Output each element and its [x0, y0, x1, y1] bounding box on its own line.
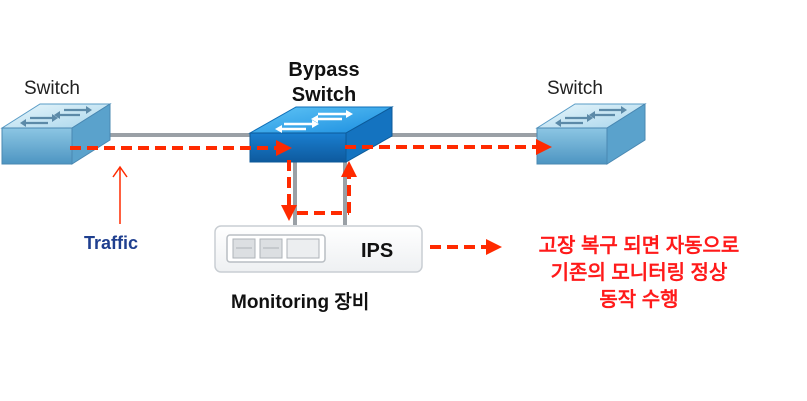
arrowhead-right	[536, 139, 552, 155]
arrowhead-right	[486, 239, 502, 255]
switch-right-label: Switch	[547, 78, 603, 99]
switch-icon	[535, 103, 647, 165]
note-line: 동작 수행	[599, 289, 679, 311]
traffic-indicator-arrow	[112, 165, 128, 224]
traffic-label: Traffic	[84, 233, 139, 253]
bypass-switch-label: Bypass Switch	[278, 58, 370, 108]
arrowhead-down	[281, 205, 297, 221]
flow-arrowheads	[276, 139, 552, 255]
ips-label: IPS	[361, 240, 394, 262]
arrowhead-up	[341, 161, 357, 177]
auto-recovery-note: 고장 복구 되면 자동으로 기존의 모니터링 정상 동작 수행	[514, 233, 764, 314]
note-line: 기존의 모니터링 정상	[550, 262, 728, 284]
switch-icon	[0, 103, 112, 165]
bypass-label-line1: Bypass	[288, 59, 360, 81]
bypass-switch-icon	[248, 106, 394, 163]
bypass-label-line2: Switch	[291, 84, 357, 106]
ips-appliance-icon	[214, 225, 423, 273]
link-lines	[92, 133, 540, 225]
traffic-flow	[70, 145, 538, 249]
note-line: 고장 복구 되면 자동으로	[538, 235, 740, 257]
monitoring-device-label: Monitoring 장비	[231, 292, 370, 313]
switch-left-label: Switch	[24, 78, 80, 99]
arrowhead-right	[276, 140, 292, 156]
